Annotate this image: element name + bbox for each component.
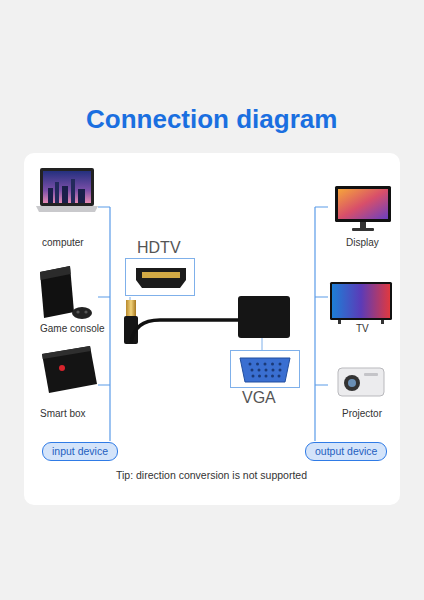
vga-port-symbol — [265, 375, 268, 378]
vga-port-symbol — [256, 363, 259, 366]
vga-port-symbol — [264, 363, 267, 366]
tv-icon — [381, 320, 384, 324]
vga-port-symbol — [272, 369, 275, 372]
vga-port-symbol — [249, 363, 282, 378]
vga-port-symbol — [240, 358, 290, 382]
vga-port-symbol — [251, 369, 254, 372]
device-label: computer — [42, 237, 84, 248]
hdmi-port-symbol — [136, 268, 186, 288]
smart-box-icon — [42, 346, 97, 393]
laptop-icon — [36, 206, 98, 212]
laptop-icon — [36, 168, 98, 212]
vga-port-symbol — [278, 375, 281, 378]
port-label: HDTV — [125, 238, 195, 258]
device-label: Game console — [40, 323, 104, 334]
device-pill: input device — [42, 442, 118, 461]
vga-port-symbol — [240, 358, 290, 382]
laptop-icon — [48, 188, 53, 203]
game-console-icon — [84, 310, 87, 313]
game-console-icon — [72, 307, 92, 319]
vga-port-symbol — [252, 375, 255, 378]
vga-port-symbol — [279, 363, 282, 366]
device-label: TV — [356, 323, 369, 334]
display-icon — [335, 186, 391, 231]
projector-icon — [348, 379, 356, 387]
cable — [131, 320, 239, 343]
adapter-box — [238, 296, 290, 338]
game-console-icon — [76, 310, 79, 313]
display-icon — [352, 228, 374, 231]
port-label: VGA — [230, 388, 300, 408]
display-icon — [335, 186, 391, 222]
tv-icon — [330, 282, 392, 320]
projector-icon — [364, 373, 378, 376]
hdmi-port-symbol — [142, 272, 180, 278]
tv-icon — [338, 320, 341, 324]
display-icon — [338, 189, 388, 219]
card — [24, 153, 400, 505]
vga-port-symbol — [271, 363, 274, 366]
laptop-icon — [43, 171, 91, 203]
leader-line — [262, 338, 263, 350]
smart-box-icon — [59, 365, 65, 371]
device-label: Projector — [342, 408, 382, 419]
laptop-icon — [62, 186, 68, 203]
note-text: Tip: direction conversion is not support… — [116, 469, 307, 481]
tv-icon — [332, 284, 390, 318]
vga-port-symbol — [265, 369, 268, 372]
vga-port-symbol — [258, 375, 261, 378]
display-icon — [360, 222, 366, 228]
pill-label: input device — [52, 445, 108, 458]
cable — [131, 320, 239, 343]
vga-port-symbol — [271, 375, 274, 378]
projector-icon — [338, 368, 384, 396]
laptop-icon — [78, 189, 85, 203]
vga-port-symbol — [279, 369, 282, 372]
vga-port-symbol — [258, 369, 261, 372]
port-outline — [125, 258, 195, 296]
tv-icon — [330, 282, 392, 324]
laptop-icon — [40, 168, 94, 206]
device-label: Display — [346, 237, 379, 248]
projector-icon — [344, 375, 360, 391]
leader-line — [130, 297, 131, 300]
game-console-icon — [40, 266, 71, 280]
laptop-icon — [71, 179, 75, 203]
hdmi-port-symbol — [136, 268, 186, 288]
bracket-line — [98, 207, 328, 441]
device-label: Smart box — [40, 408, 86, 419]
bracket-line — [315, 207, 328, 441]
port-box: VGA — [230, 350, 300, 408]
device-pill: output device — [305, 442, 387, 461]
smart-box-icon — [42, 346, 97, 393]
card — [24, 153, 400, 505]
hdmi-plug — [126, 300, 136, 316]
port-outline — [230, 350, 300, 388]
game-console-icon — [40, 266, 74, 318]
pill-label: output device — [315, 445, 377, 458]
game-console-icon — [40, 266, 92, 319]
title: Connection diagram — [86, 104, 337, 135]
vga-port-symbol — [249, 363, 252, 366]
adapter-box — [238, 296, 290, 338]
smart-box-icon — [42, 346, 91, 359]
port-box: HDTV — [125, 238, 195, 296]
laptop-icon — [55, 182, 59, 203]
projector-icon — [338, 368, 384, 396]
